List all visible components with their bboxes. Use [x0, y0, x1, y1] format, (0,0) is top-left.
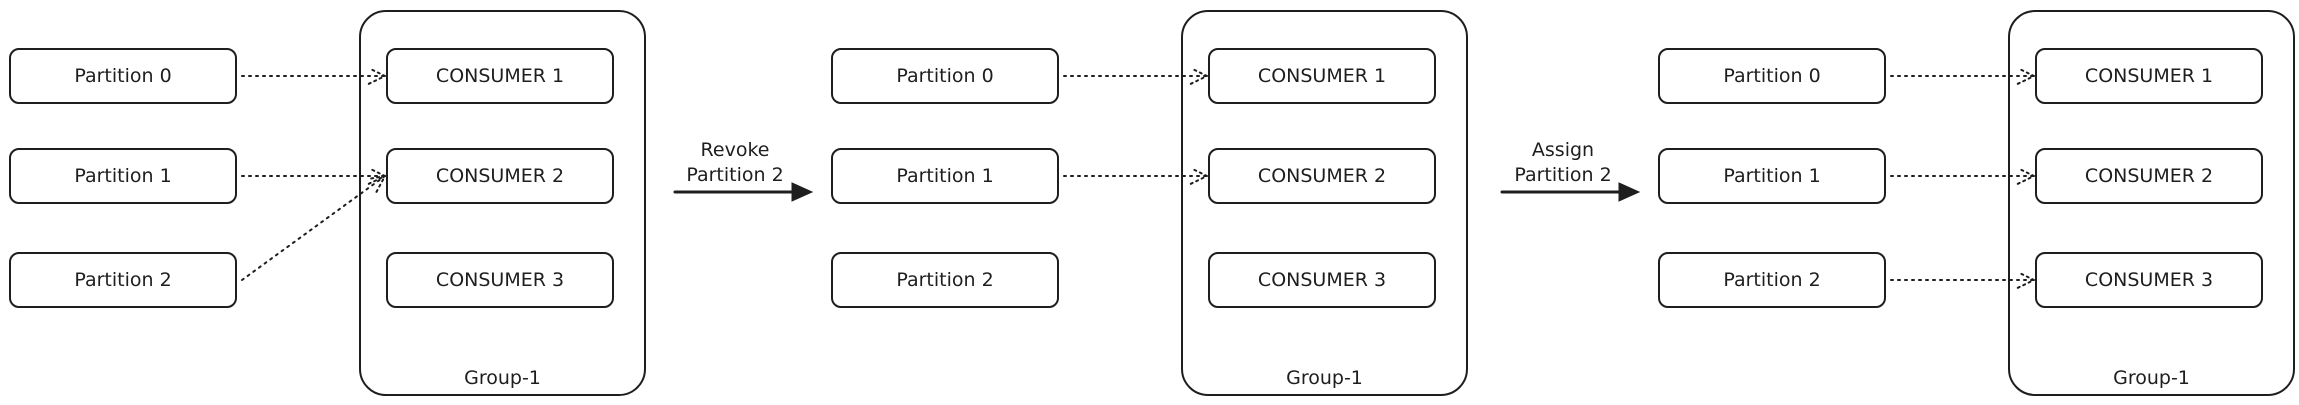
consumer-box — [2035, 48, 2263, 104]
partition-label: Partition 0 — [896, 65, 993, 87]
partition-1: Partition 1 — [1658, 148, 1886, 204]
partition-box — [9, 48, 237, 104]
partition-box — [1658, 252, 1886, 308]
partition-box — [831, 252, 1059, 308]
transition-arrowhead — [1618, 182, 1641, 202]
consumer-label: CONSUMER 3 — [2085, 269, 2213, 291]
consumer-1: CONSUMER 1 — [2035, 48, 2263, 104]
consumer-3: CONSUMER 3 — [1208, 252, 1436, 308]
partition-2: Partition 2 — [1658, 252, 1886, 308]
consumer-box — [2035, 148, 2263, 204]
arrowhead — [366, 174, 387, 193]
partition-label: Partition 1 — [896, 165, 993, 187]
assignment-arrow — [1063, 67, 1210, 85]
consumer-1: CONSUMER 1 — [1208, 48, 1436, 104]
consumer-label: CONSUMER 3 — [1258, 269, 1386, 291]
group-label: Group-1 — [2113, 367, 2190, 389]
partition-1: Partition 1 — [9, 148, 237, 204]
assignment-arrow — [241, 167, 388, 185]
consumer-box — [1208, 148, 1436, 204]
partition-0: Partition 0 — [1658, 48, 1886, 104]
partition-1: Partition 1 — [831, 148, 1059, 204]
transition-label: Assign — [1532, 139, 1594, 161]
stage-1: Group-1 Partition 0 Partition 1 Partition 2… — [831, 10, 1468, 396]
partition-box — [1658, 148, 1886, 204]
consumer-label: CONSUMER 3 — [436, 269, 564, 291]
consumer-3: CONSUMER 3 — [386, 252, 614, 308]
partition-0: Partition 0 — [831, 48, 1059, 104]
partition-2: Partition 2 — [9, 252, 237, 308]
consumer-group-box — [2008, 10, 2295, 396]
consumer-box — [386, 48, 614, 104]
arrowhead — [2016, 271, 2037, 289]
partition-label: Partition 0 — [1723, 65, 1820, 87]
assignment-arrow — [241, 174, 387, 281]
consumer-2: CONSUMER 2 — [1208, 148, 1436, 204]
consumer-group-box — [359, 10, 646, 396]
consumer-box — [386, 252, 614, 308]
transition-arrowhead — [791, 182, 814, 202]
arrowhead — [367, 67, 388, 85]
group-label: Group-1 — [1286, 367, 1363, 389]
arrowhead — [2016, 167, 2037, 185]
partition-box — [9, 148, 237, 204]
assignment-arrow — [241, 67, 388, 85]
arrowhead — [1189, 167, 1210, 185]
consumer-label: CONSUMER 1 — [436, 65, 564, 87]
partition-0: Partition 0 — [9, 48, 237, 104]
assignment-arrow — [1063, 167, 1210, 185]
arrowhead — [1189, 67, 1210, 85]
consumer-label: CONSUMER 2 — [436, 165, 564, 187]
consumer-3: CONSUMER 3 — [2035, 252, 2263, 308]
consumer-box — [1208, 252, 1436, 308]
partition-box — [831, 148, 1059, 204]
transition-label: Partition 2 — [1514, 164, 1611, 186]
partition-label: Partition 2 — [1723, 269, 1820, 291]
consumer-2: CONSUMER 2 — [2035, 148, 2263, 204]
partition-box — [1658, 48, 1886, 104]
partition-2: Partition 2 — [831, 252, 1059, 308]
consumer-label: CONSUMER 1 — [1258, 65, 1386, 87]
consumer-box — [2035, 252, 2263, 308]
assignment-arrow — [1890, 67, 2037, 85]
partition-box — [831, 48, 1059, 104]
partition-label: Partition 1 — [1723, 165, 1820, 187]
consumer-2: CONSUMER 2 — [386, 148, 614, 204]
transition-label: Revoke — [701, 139, 770, 161]
stage-2: Group-1 Partition 0 Partition 1 Partition 2… — [1658, 10, 2295, 396]
consumer-group-box — [1181, 10, 1468, 396]
consumer-box — [1208, 48, 1436, 104]
partition-label: Partition 2 — [74, 269, 171, 291]
partition-box — [9, 252, 237, 308]
transition-label: Partition 2 — [686, 164, 783, 186]
assignment-line — [241, 175, 386, 281]
partition-label: Partition 1 — [74, 165, 171, 187]
assignment-arrow — [1890, 167, 2037, 185]
consumer-label: CONSUMER 2 — [1258, 165, 1386, 187]
group-label: Group-1 — [464, 367, 541, 389]
consumer-1: CONSUMER 1 — [386, 48, 614, 104]
assignment-arrow — [1890, 271, 2037, 289]
arrowhead — [2016, 67, 2037, 85]
consumer-box — [386, 148, 614, 204]
partition-label: Partition 2 — [896, 269, 993, 291]
stage-0: Group-1 Partition 0 Partition 1 Partition 2… — [9, 10, 646, 396]
consumer-label: CONSUMER 1 — [2085, 65, 2213, 87]
consumer-label: CONSUMER 2 — [2085, 165, 2213, 187]
partition-label: Partition 0 — [74, 65, 171, 87]
